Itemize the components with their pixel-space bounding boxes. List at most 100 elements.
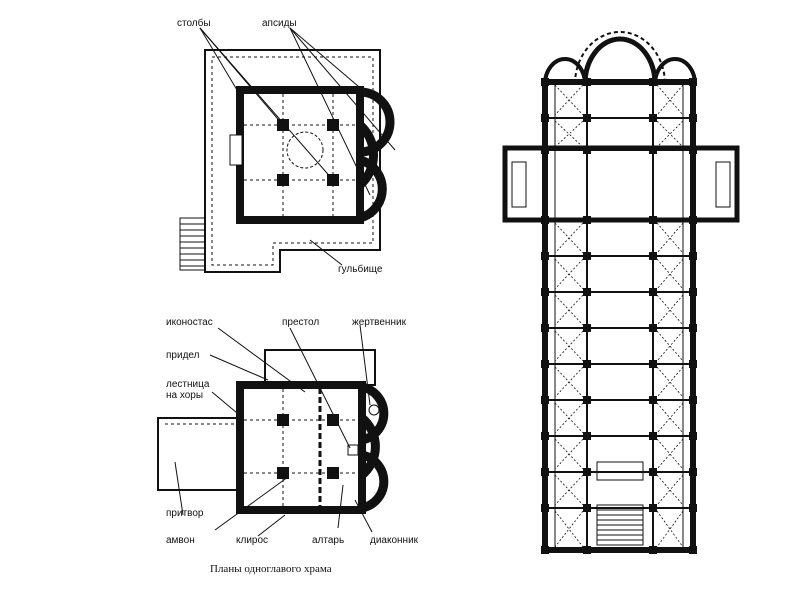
vault-diagonal	[554, 330, 584, 362]
vault-diagonal	[554, 294, 584, 326]
basilica-pier	[583, 432, 591, 440]
label-ambo: амвон	[166, 535, 195, 546]
top-plan	[179, 49, 395, 273]
vault-diagonal	[554, 222, 584, 254]
basilica-pier	[541, 216, 549, 224]
basilica-piers	[541, 78, 697, 554]
basilica-bays	[545, 81, 693, 551]
basilica-pier	[583, 216, 591, 224]
vault-diagonal	[656, 402, 684, 434]
vault-diagonal	[656, 366, 684, 398]
label-diaconicon: диаконник	[370, 535, 419, 546]
basilica-pier	[583, 324, 591, 332]
label-narthex: притвор	[166, 508, 204, 519]
bottom-plan	[157, 349, 389, 514]
nave-walls	[236, 86, 364, 224]
vault-diagonal	[656, 294, 684, 326]
label-gallery: гульбище	[338, 264, 383, 275]
basilica-pier	[541, 396, 549, 404]
basilica-pier	[583, 114, 591, 122]
basilica-pier	[583, 468, 591, 476]
vault-diagonal	[554, 510, 584, 548]
basilica-pier	[541, 114, 549, 122]
label-columns: столбы	[177, 18, 211, 29]
basilica-pier	[689, 324, 697, 332]
vault-diagonal	[656, 84, 684, 116]
bottom-plan-pillars	[277, 414, 339, 479]
basilica-pier	[541, 504, 549, 512]
basilica-pier	[583, 546, 591, 554]
narthex-outline	[157, 417, 241, 491]
basilica-pier	[689, 252, 697, 260]
label-side-chapel: придел	[166, 350, 200, 361]
vault-diagonal	[656, 366, 684, 398]
vault-diagonal	[656, 474, 684, 506]
apse-south	[358, 155, 387, 223]
basilica-pier	[649, 216, 657, 224]
basilica-pier	[649, 324, 657, 332]
vault-diagonal	[554, 510, 584, 548]
basilica-pier	[649, 432, 657, 440]
basilica-pier	[583, 78, 591, 86]
vault-diagonal	[554, 258, 584, 290]
basilica-pier	[689, 360, 697, 368]
vault-diagonal	[656, 474, 684, 506]
vault-diagonal	[656, 330, 684, 362]
vault-diagonal	[656, 294, 684, 326]
vault-diagonal	[554, 438, 584, 470]
label-apses: апсиды	[262, 18, 297, 29]
basilica-pier	[689, 432, 697, 440]
basilica-pier	[689, 396, 697, 404]
side-chapel-outline	[264, 349, 376, 386]
basilica-pier	[649, 114, 657, 122]
basilica-pier	[689, 114, 697, 122]
basilica-pier	[649, 252, 657, 260]
basilica-pier	[583, 504, 591, 512]
vault-diagonal	[656, 438, 684, 470]
label-prothesis: жертвенник	[352, 317, 406, 328]
basilica-pier	[649, 360, 657, 368]
basilica-pier	[583, 396, 591, 404]
basilica-pier	[649, 396, 657, 404]
vault-diagonal	[554, 402, 584, 434]
basilica-pier	[541, 288, 549, 296]
vault-diagonal	[554, 366, 584, 398]
basilica-pier	[689, 78, 697, 86]
basilica-pier	[583, 252, 591, 260]
basilica-pier	[541, 252, 549, 260]
basilica-pier	[649, 146, 657, 154]
label-kliros: клирос	[236, 535, 269, 546]
label-stair-2: на хоры	[166, 390, 204, 401]
vault-diagonal	[656, 222, 684, 254]
vault-diagonal	[656, 84, 684, 116]
basilica-pier	[649, 468, 657, 476]
gallery-inner-line	[211, 56, 374, 266]
label-altar: алтарь	[312, 535, 345, 546]
basilica-pier	[649, 504, 657, 512]
basilica-pier	[689, 546, 697, 554]
nave-walls-bottom	[236, 381, 366, 514]
vault-diagonal	[554, 84, 584, 116]
basilica-pier	[689, 288, 697, 296]
basilica-pier	[649, 546, 657, 554]
basilica-pier	[541, 324, 549, 332]
apse-main	[356, 121, 378, 189]
basilica-pier	[689, 146, 697, 154]
basilica-pier	[541, 360, 549, 368]
basilica-pier	[689, 468, 697, 476]
basilica-pier	[649, 78, 657, 86]
basilica-pier	[541, 468, 549, 476]
dome	[286, 131, 324, 169]
label-stair-1: лестница	[166, 379, 210, 390]
vault-diagonal	[656, 510, 684, 548]
basilica-pier	[541, 146, 549, 154]
label-iconostasis: иконостас	[166, 317, 213, 328]
basilica-pier	[689, 216, 697, 224]
vault-diagonal	[656, 258, 684, 290]
basilica-pier	[583, 288, 591, 296]
transept	[502, 145, 740, 223]
label-throne: престол	[282, 317, 320, 328]
basilica-pier	[689, 504, 697, 512]
gallery-outline	[204, 49, 381, 273]
